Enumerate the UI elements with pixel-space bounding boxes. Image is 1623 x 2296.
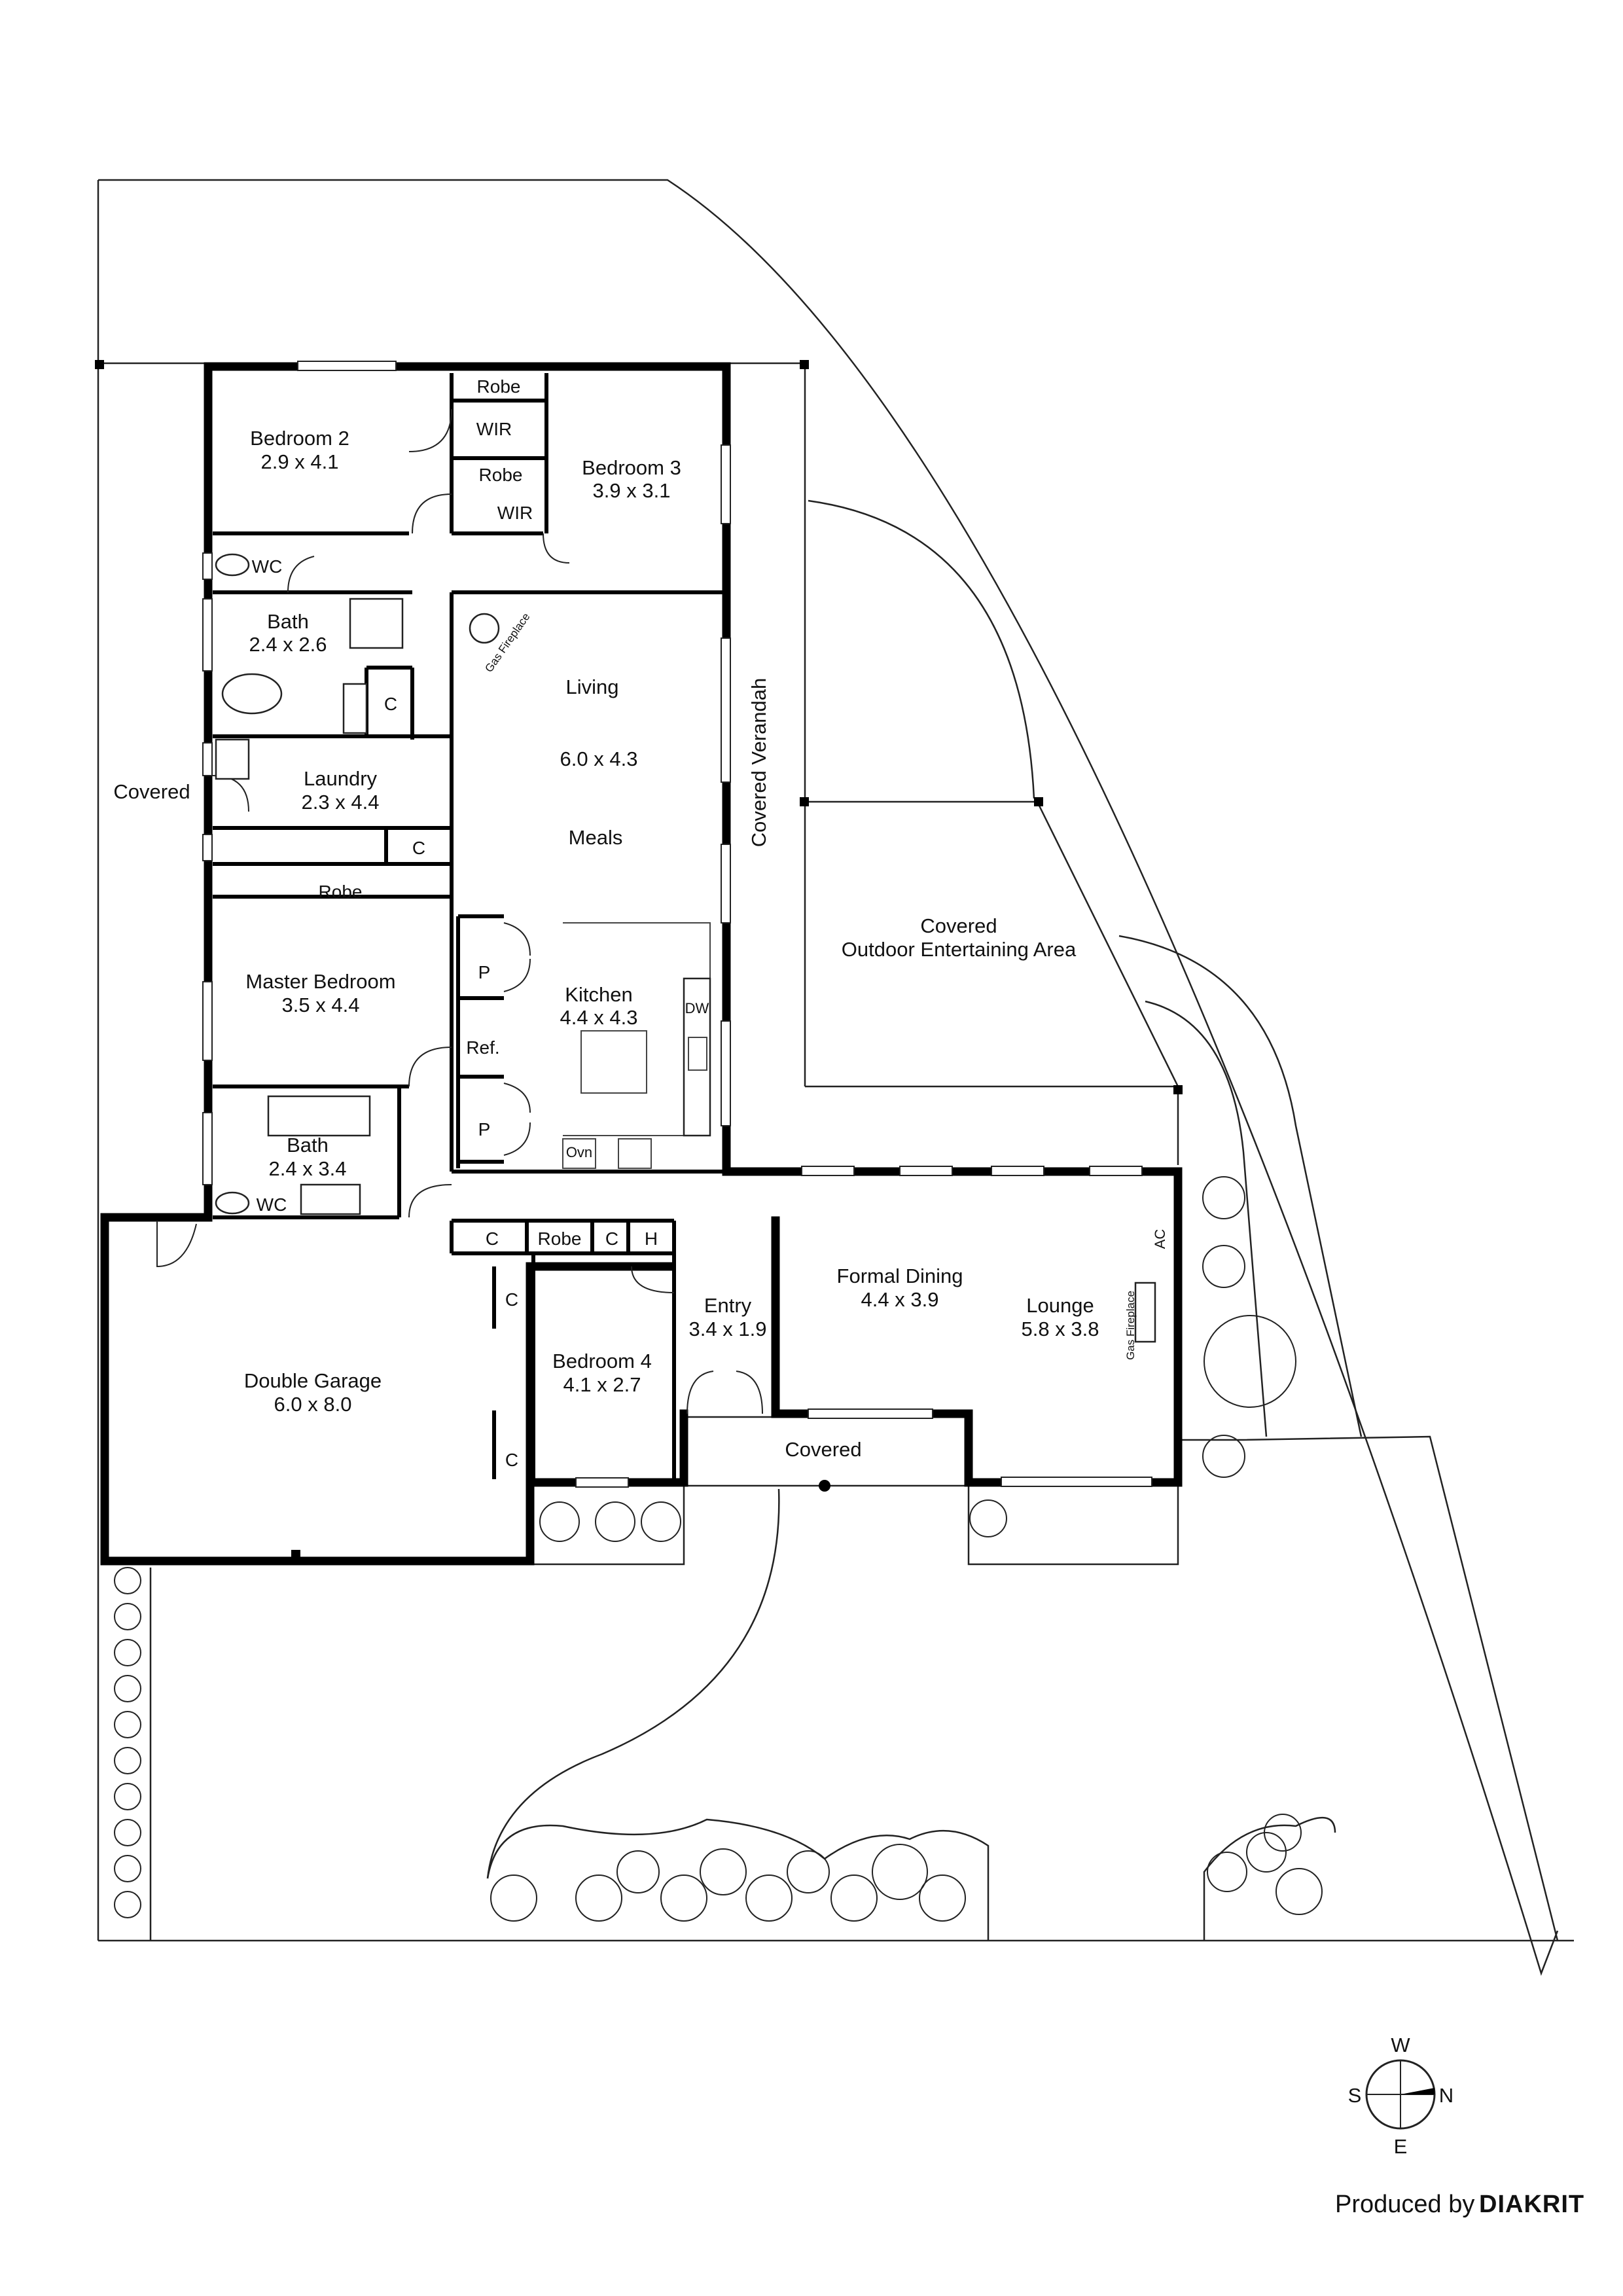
room-name-master: Master Bedroom [245, 970, 395, 993]
room-size-garage: 6.0 x 8.0 [274, 1393, 352, 1416]
compass-south: S [1348, 2084, 1362, 2107]
dishwasher-label: DW [685, 1000, 709, 1016]
pantry-label-2: P [478, 1119, 491, 1139]
compass-west: W [1391, 2034, 1410, 2056]
cupboard-label-bath: C [384, 694, 397, 714]
robe-label-bed3: Robe [479, 465, 523, 485]
plants [114, 1176, 1323, 1922]
compass-rose: W N S E [1348, 2034, 1454, 2158]
compass-east: E [1394, 2135, 1408, 2158]
hws-label: H [645, 1229, 658, 1249]
verandah-label: Covered Verandah [747, 678, 770, 848]
room-name-meals: Meals [569, 826, 623, 849]
compass-north: N [1439, 2084, 1454, 2107]
wc-label-2: WC [257, 1194, 287, 1215]
robe-label-bed4: Robe [538, 1229, 582, 1249]
robe-label-master: Robe [319, 882, 363, 902]
wc-label-1: WC [252, 556, 283, 577]
outdoor-area-line2: Outdoor Entertaining Area [842, 938, 1077, 961]
room-name-bedroom4: Bedroom 4 [552, 1350, 652, 1372]
room-labels: Bedroom 2 2.9 x 4.1 Bedroom 3 3.9 x 3.1 … [113, 427, 1099, 1461]
wir-label-bed2: WIR [476, 419, 512, 439]
ac-label: AC [1152, 1229, 1168, 1249]
cupboard-label-garage-2: C [505, 1450, 518, 1470]
room-size-bedroom2: 2.9 x 4.1 [261, 450, 339, 473]
covered-west-label: Covered [113, 780, 190, 803]
kitchen-fixtures [562, 922, 711, 1169]
cupboard-label-entry: C [605, 1229, 618, 1249]
room-name-bath1: Bath [267, 610, 309, 633]
interior-walls [213, 373, 777, 1479]
cupboard-label-garage-1: C [505, 1289, 518, 1310]
room-name-entry: Entry [704, 1294, 752, 1317]
cupboard-label-laundry: C [412, 838, 425, 858]
room-name-bedroom3: Bedroom 3 [582, 456, 681, 479]
credit-prefix: Produced by [1335, 2191, 1474, 2218]
room-size-lounge: 5.8 x 3.8 [1022, 1318, 1099, 1340]
north-arrow-icon [1400, 2088, 1435, 2094]
room-size-kitchen: 4.4 x 4.3 [560, 1006, 638, 1029]
room-size-dining: 4.4 x 3.9 [861, 1288, 939, 1311]
room-size-living: 6.0 x 4.3 [560, 747, 638, 770]
pantry-label-1: P [478, 962, 491, 982]
room-size-entry: 3.4 x 1.9 [689, 1318, 767, 1340]
room-size-bath2: 2.4 x 3.4 [269, 1157, 347, 1180]
room-name-kitchen: Kitchen [565, 983, 632, 1006]
fireplace-label-lounge: Gas Fireplace [1124, 1291, 1137, 1360]
covered-front-label: Covered [785, 1438, 861, 1461]
credit: Produced by DIAKRIT [1335, 2191, 1584, 2218]
room-size-master: 3.5 x 4.4 [282, 994, 360, 1016]
site-boundary [97, 179, 1574, 1976]
room-size-bath1: 2.4 x 2.6 [249, 633, 327, 656]
wir-label-bed3: WIR [497, 503, 533, 523]
doors [156, 408, 763, 1414]
robe-label-bed2: Robe [477, 376, 521, 397]
room-name-bedroom2: Bedroom 2 [250, 427, 349, 450]
room-size-laundry: 2.3 x 4.4 [302, 791, 380, 814]
bath-fixtures [215, 553, 1156, 1343]
room-name-bath2: Bath [287, 1134, 329, 1157]
room-name-dining: Formal Dining [837, 1265, 963, 1287]
room-name-garage: Double Garage [244, 1369, 382, 1392]
cupboard-label-hall: C [486, 1229, 499, 1249]
room-name-living: Living [566, 675, 619, 698]
room-size-bedroom3: 3.9 x 3.1 [593, 479, 671, 502]
outdoor-area-line1: Covered [920, 914, 997, 937]
oven-label: Ovn [566, 1144, 592, 1160]
fridge-label: Ref. [466, 1037, 499, 1058]
credit-brand: DIAKRIT [1479, 2191, 1584, 2218]
room-name-lounge: Lounge [1026, 1294, 1094, 1317]
windows [202, 361, 1152, 1488]
room-size-bedroom4: 4.1 x 2.7 [563, 1373, 641, 1396]
fixture-labels: Robe WIR Robe WIR WC C C Robe P Ref. P D… [252, 376, 1168, 1470]
room-name-laundry: Laundry [304, 767, 378, 790]
